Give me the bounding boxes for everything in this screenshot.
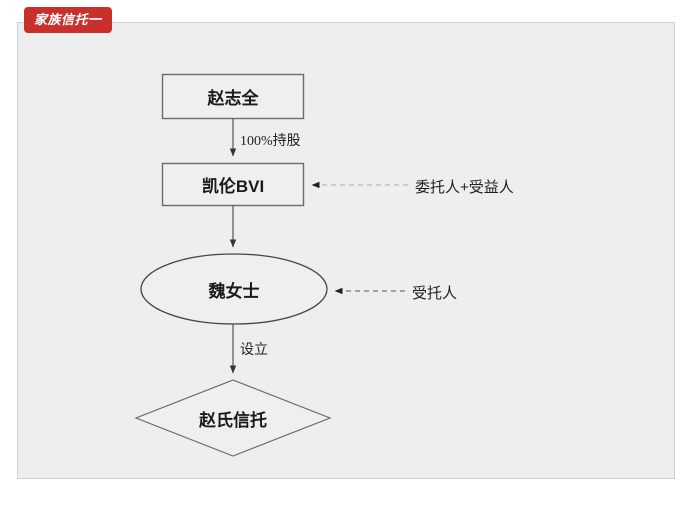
node-shape-zhaozhiquan[interactable] [161,73,305,120]
node-shape-kailunbvi[interactable] [161,162,305,207]
edge-label-shareholding: 100%持股 [240,134,301,149]
edge-label-establish: 设立 [240,343,268,358]
section-badge: 家族信托一 [24,7,112,33]
node-shape-weinvshi[interactable] [140,253,328,325]
node-shape-zhaoshixintuo[interactable] [134,379,332,457]
diagram-canvas [17,22,675,479]
annotation-label-settlor-beneficiary: 委托人+受益人 [415,179,514,196]
annotation-label-trustee: 受托人 [412,285,458,302]
